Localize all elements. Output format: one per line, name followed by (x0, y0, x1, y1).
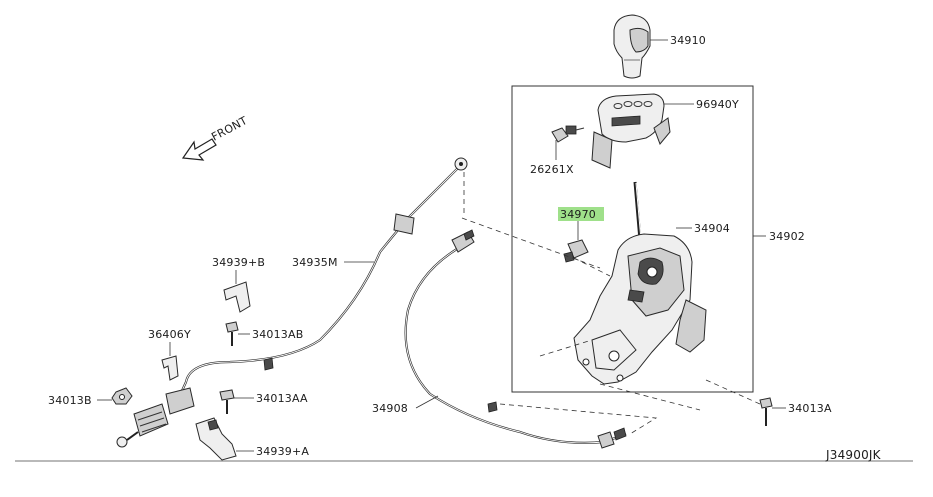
part-34902: 34902 (769, 230, 805, 243)
dash-cable-end (461, 217, 601, 269)
shift-knob (613, 14, 651, 79)
part-34939A: 34939+A (256, 445, 309, 458)
cable-34908 (404, 229, 627, 449)
nut-34013B (111, 387, 133, 405)
part-34908: 34908 (372, 402, 408, 415)
front-label: FRONT (209, 114, 249, 144)
indicator-panel (591, 93, 671, 169)
bracket-34939A (195, 417, 237, 461)
shift-lever-device (573, 181, 707, 385)
leader-34908 (415, 395, 439, 409)
part-34935M: 34935M (292, 256, 338, 269)
bolt-34013AB (225, 321, 239, 346)
dash-base-right (599, 383, 701, 411)
part-34013B: 34013B (48, 394, 92, 407)
bolt-34013AA (219, 389, 235, 414)
dash-connector-1 (573, 257, 611, 277)
part-36406Y: 36406Y (148, 328, 191, 341)
cable-34935M (116, 157, 468, 448)
bracket-34939B (223, 281, 251, 313)
shift-lock-connector (563, 239, 589, 263)
part-34013AA: 34013AA (256, 392, 308, 405)
part-96940Y: 96940Y (696, 98, 739, 111)
catalog-code: J34900JK (825, 448, 882, 462)
part-34939B: 34939+B (212, 256, 265, 269)
part-26261X: 26261X (530, 163, 574, 176)
part-34910: 34910 (670, 34, 706, 47)
dash-34013A (705, 379, 761, 405)
part-34904: 34904 (694, 222, 730, 235)
front-arrow-icon (181, 138, 217, 161)
highlight-34970 (558, 207, 604, 221)
part-34013A: 34013A (788, 402, 832, 415)
clip-36406Y (161, 355, 179, 381)
bulb-socket (551, 125, 585, 143)
bolt-34013A (759, 397, 773, 426)
part-34970: 34970 (560, 208, 596, 221)
part-34013AB: 34013AB (252, 328, 303, 341)
dash-34908-end (499, 403, 658, 435)
dash-base-left (539, 339, 593, 357)
assembly-frame (511, 85, 754, 393)
